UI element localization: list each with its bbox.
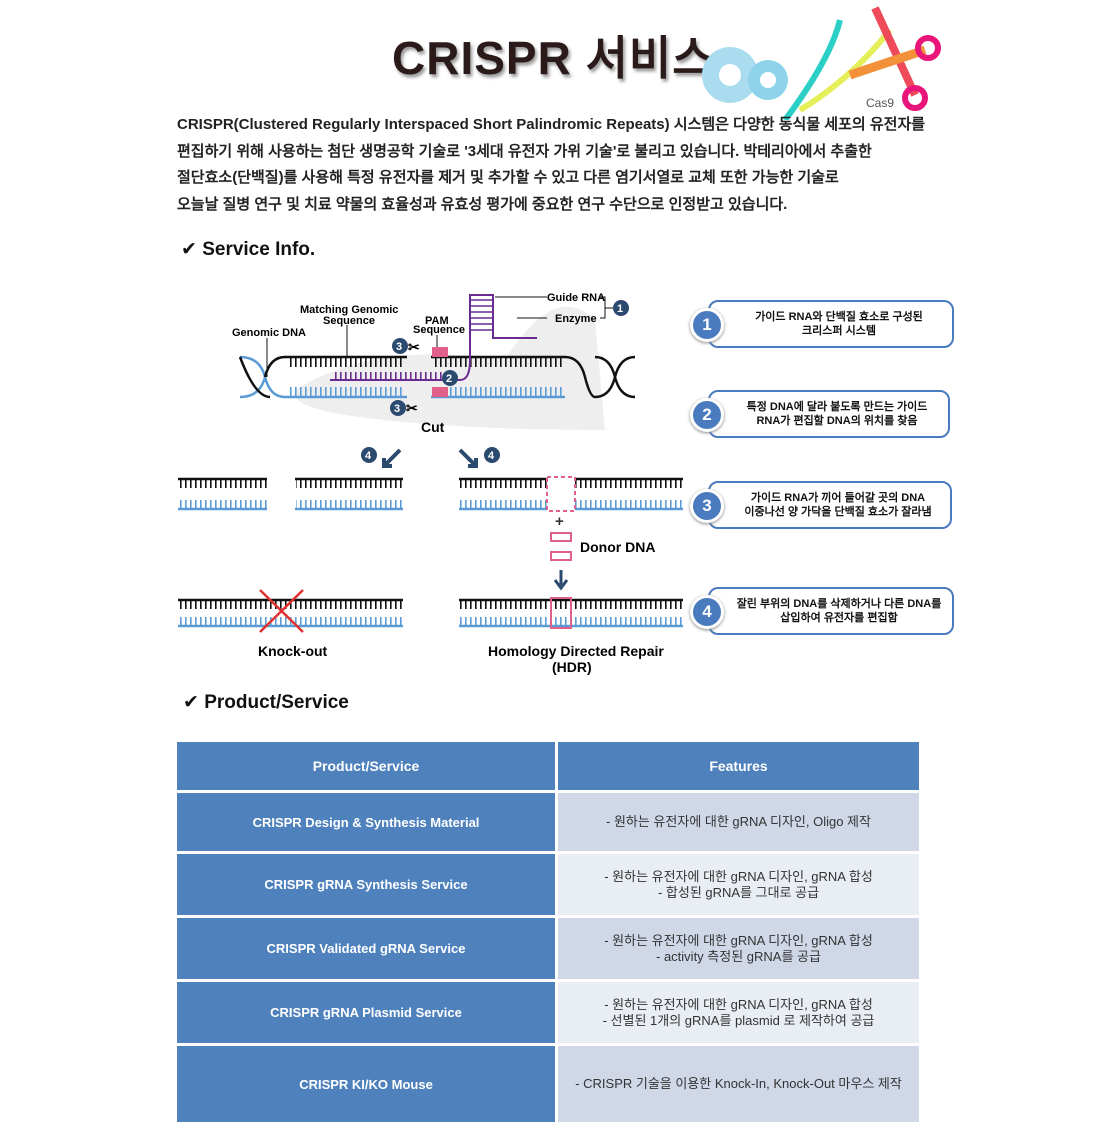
feature-text: - CRISPR 기술을 이용한 Knock-In, Knock-Out 마우스… <box>575 1076 902 1091</box>
table-row: CRISPR KI/KO Mouse - CRISPR 기술을 이용한 Knock… <box>177 1046 919 1122</box>
product-table: Product/Service Features CRISPR Design &… <box>177 739 919 1125</box>
table-row: CRISPR Validated gRNA Service - 원하는 유전자에 … <box>177 918 919 979</box>
table-row: CRISPR gRNA Plasmid Service - 원하는 유전자에 대한… <box>177 982 919 1043</box>
step-badge: 3 <box>396 341 402 353</box>
feature-text: - 합성된 gRNA를 그대로 공급 <box>657 884 820 900</box>
step-badge: 1 <box>617 303 623 315</box>
arrow-icon <box>458 448 478 468</box>
callout-text: 가이드 RNA가 끼어 들어갈 곳의 DNA <box>750 492 926 504</box>
intro-line: 절단효소(단백질)를 사용해 특정 유전자를 제거 및 추가할 수 있고 다른 … <box>177 169 839 186</box>
step-number: 4 <box>690 595 724 629</box>
step-badge: 3 <box>394 403 400 415</box>
feature-text: - 원하는 유전자에 대한 gRNA 디자인, gRNA 합성 <box>604 868 873 884</box>
callout-text: 가이드 RNA와 단백질 효소로 구성된 <box>755 311 923 323</box>
matching-label: Matching Genomic <box>300 304 398 316</box>
callout-text: 삽입하여 유전자를 편집함 <box>780 612 898 624</box>
step-badge: 4 <box>488 450 495 462</box>
genomic-dna-label: Genomic DNA <box>232 327 306 339</box>
step-number: 2 <box>690 398 724 432</box>
cut-dna-fragments <box>178 476 683 512</box>
arrow-down-icon <box>553 570 569 591</box>
donor-dna-label: Donor DNA <box>580 539 655 555</box>
callout-step-2: 2 특정 DNA에 달라 붙도록 만드는 가이드 RNA가 편집할 DNA의 위치를… <box>690 390 950 438</box>
enzyme-label: Enzyme <box>555 313 597 325</box>
pam-label: Sequence <box>413 324 465 336</box>
feature-text: - activity 측정된 gRNA를 공급 <box>656 948 821 964</box>
matching-label: Sequence <box>323 315 375 327</box>
service-info-heading: ✔ Service Info. <box>181 239 316 260</box>
column-header: Product/Service <box>177 742 558 790</box>
guide-rna-label: Guide RNA <box>547 292 605 304</box>
crispr-diagram: Genomic DNA Matching Genomic Sequence PA… <box>178 292 683 675</box>
intro-paragraph: CRISPR(Clustered Regularly Interspaced S… <box>177 112 947 218</box>
step-badge: 4 <box>365 450 372 462</box>
repaired-dna <box>178 589 683 633</box>
product-name: CRISPR gRNA Plasmid Service <box>177 982 558 1043</box>
intro-line: 편집하기 위해 사용하는 첨단 생명공학 기술로 '3세대 유전자 가위 기술'… <box>177 142 872 160</box>
feature-text: - 선별된 1개의 gRNA를 plasmid 로 제작하여 공급 <box>602 1012 875 1028</box>
feature-text: - 원하는 유전자에 대한 gRNA 디자인, gRNA 합성 <box>604 932 873 948</box>
svg-text:+: + <box>555 513 564 530</box>
product-name: CRISPR Validated gRNA Service <box>177 918 558 979</box>
product-name: CRISPR gRNA Synthesis Service <box>177 854 558 915</box>
callout-text: 크리스퍼 시스템 <box>802 325 876 337</box>
knockout-x-icon <box>259 589 304 633</box>
callout-text: 이중나선 양 가닥을 단백질 효소가 잘라냄 <box>744 506 932 518</box>
arrow-icon <box>382 448 402 468</box>
callout-text: 특정 DNA에 달라 붙도록 만드는 가이드 <box>746 401 928 413</box>
scissors-icon: ✂ <box>408 339 420 355</box>
feature-text: - 원하는 유전자에 대한 gRNA 디자인, gRNA 합성 <box>604 996 873 1012</box>
donor-dna <box>550 532 572 542</box>
table-row: CRISPR Design & Synthesis Material - 원하는 … <box>177 793 919 851</box>
pam-label: PAM <box>425 315 449 327</box>
hdr-label: (HDR) <box>552 659 592 675</box>
step-number: 1 <box>690 308 724 342</box>
step-number: 3 <box>690 489 724 523</box>
product-service-heading: ✔ Product/Service <box>183 692 349 713</box>
cas9-gear-illustration: Cas9 <box>702 6 941 120</box>
callout-text: 잘린 부위의 DNA를 삭제하거나 다른 DNA를 <box>736 598 942 610</box>
intro-line: 오늘날 질병 연구 및 치료 약물의 효율성과 유효성 평가에 중요한 연구 수… <box>177 195 788 213</box>
cut-label: Cut <box>421 419 445 435</box>
callout-step-3: 3 가이드 RNA가 끼어 들어갈 곳의 DNA 이중나선 양 가닥을 단백질 효소… <box>690 481 952 529</box>
callout-text: RNA가 편집할 DNA의 위치를 찾음 <box>756 415 918 427</box>
table-row: CRISPR gRNA Synthesis Service - 원하는 유전자에 … <box>177 854 919 915</box>
product-name: CRISPR KI/KO Mouse <box>177 1046 558 1122</box>
step-badge: 2 <box>446 373 452 385</box>
scissors-icon: ✂ <box>406 400 418 416</box>
hdr-label: Homology Directed Repair <box>488 643 664 659</box>
cas9-label: Cas9 <box>866 96 894 110</box>
column-header: Features <box>558 742 919 790</box>
page-title: CRISPR 서비스 <box>392 32 716 84</box>
feature-text: - 원하는 유전자에 대한 gRNA 디자인, Oligo 제작 <box>606 814 871 829</box>
product-name: CRISPR Design & Synthesis Material <box>177 793 558 851</box>
knockout-label: Knock-out <box>258 643 328 659</box>
intro-line: CRISPR(Clustered Regularly Interspaced S… <box>177 116 926 133</box>
